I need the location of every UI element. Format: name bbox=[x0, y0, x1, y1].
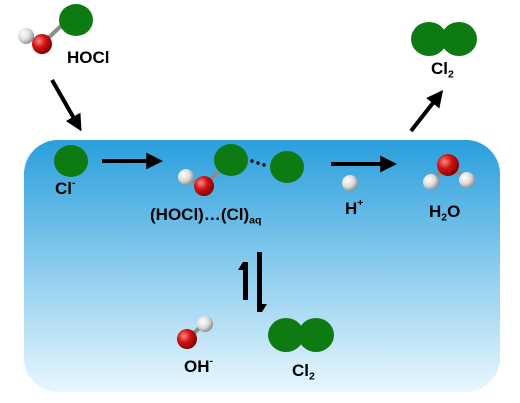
cl2-molecule-aqueous bbox=[268, 318, 334, 352]
proton bbox=[342, 175, 358, 191]
arrow-cl2-out-of-solution bbox=[409, 90, 444, 133]
halogen-bond-dots bbox=[250, 159, 266, 167]
chloride-label: Cl- bbox=[55, 177, 76, 198]
chloride-ion bbox=[54, 145, 88, 177]
cl2-gas-label: Cl2 bbox=[431, 59, 454, 81]
hocl-chloride-complex bbox=[178, 144, 304, 196]
water-label: H2O bbox=[429, 202, 461, 224]
arrow-hocl-into-solution bbox=[50, 79, 82, 132]
hydroxide-ion bbox=[177, 316, 213, 349]
equilibrium-harpoon-down bbox=[257, 252, 267, 312]
hydroxide-label: OH- bbox=[184, 355, 214, 376]
cl2-molecule-gas bbox=[411, 22, 477, 56]
equilibrium-harpoon-up bbox=[238, 262, 248, 300]
cl2-aqueous-label: Cl2 bbox=[292, 361, 315, 383]
equilibrium-arrows bbox=[238, 252, 267, 312]
hocl-gas-label: HOCl bbox=[67, 48, 110, 67]
hocl-molecule bbox=[18, 4, 93, 54]
proton-label: H+ bbox=[345, 197, 364, 218]
water-molecule bbox=[423, 154, 475, 190]
complex-label: (HOCl)…(Cl)aq bbox=[150, 205, 262, 227]
